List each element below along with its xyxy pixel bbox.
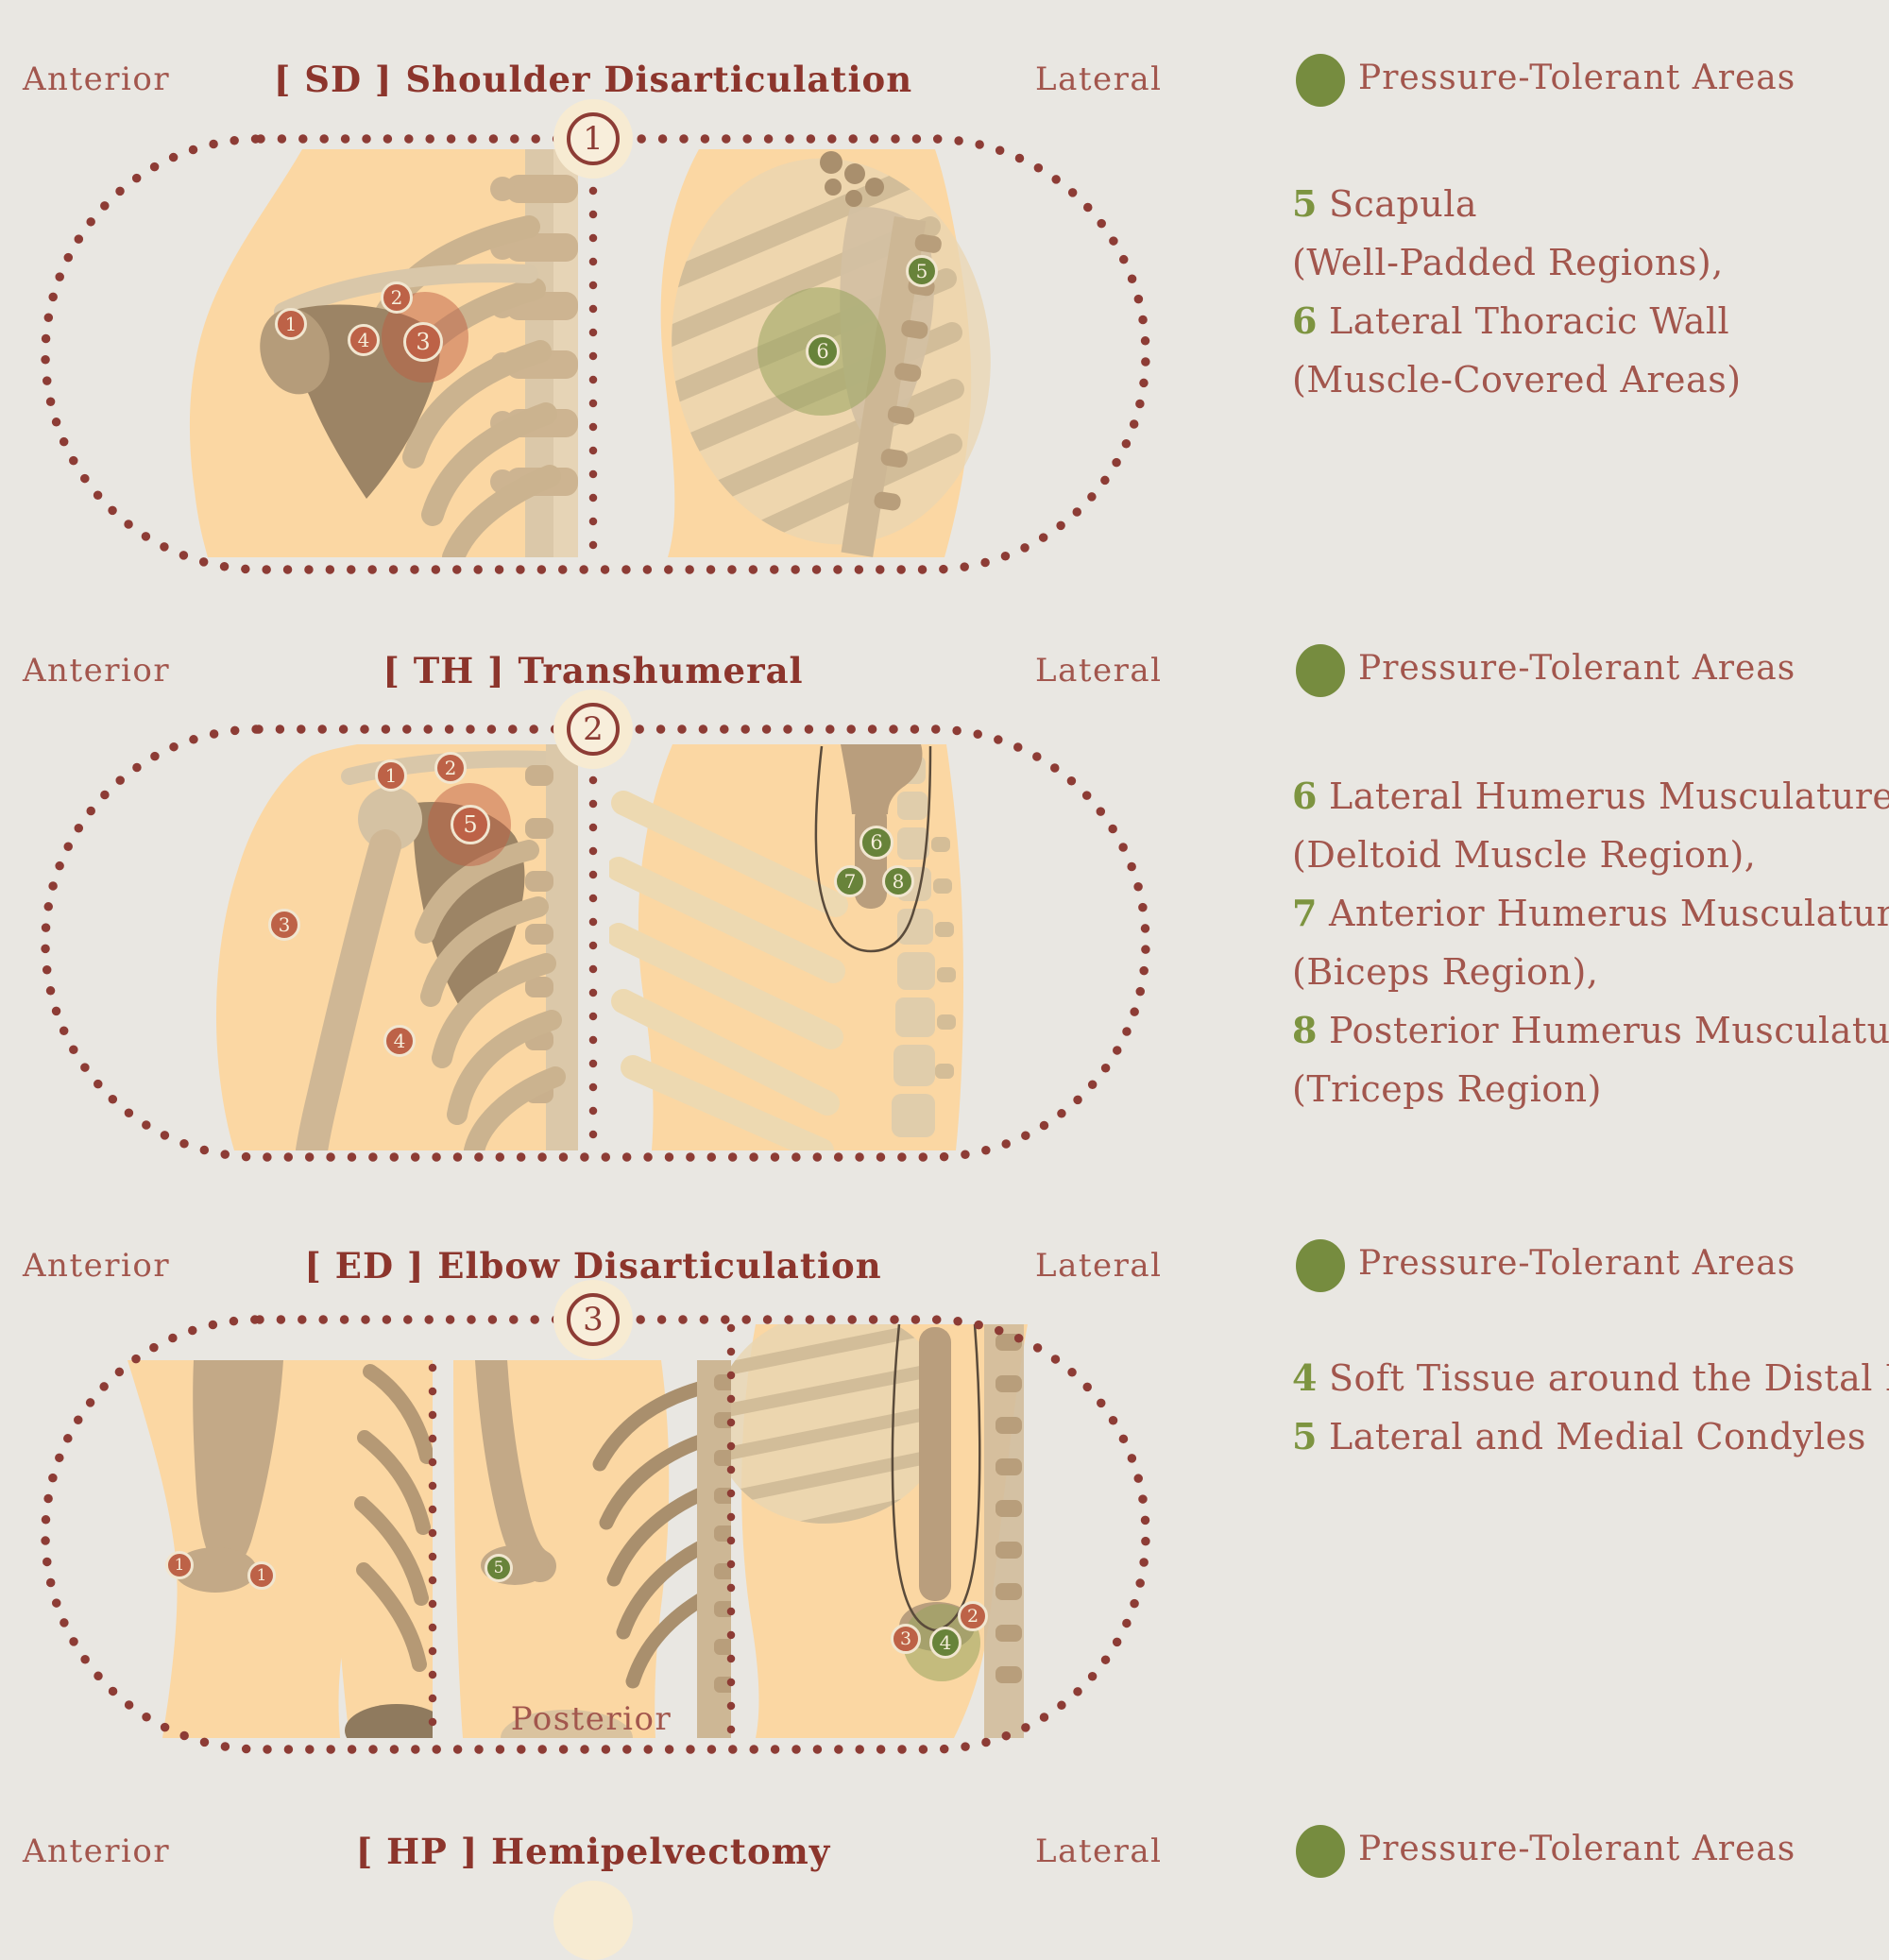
anatomy-marker-1: 1 — [165, 1551, 194, 1579]
anatomy-illustrations — [128, 149, 1028, 1738]
anatomy-marker-6: 6 — [806, 334, 840, 368]
ed-lateral-label: Lateral — [1035, 1247, 1163, 1285]
legend-line-number: 5 — [1292, 182, 1318, 225]
th-lateral-label: Lateral — [1035, 652, 1163, 690]
anatomy-marker-3: 3 — [268, 909, 300, 941]
sd-legend-title: Pressure-Tolerant Areas — [1358, 59, 1796, 97]
sd-anterior-view — [189, 149, 578, 557]
anatomy-marker-1: 1 — [247, 1561, 276, 1590]
anatomy-marker-5: 5 — [451, 805, 490, 844]
legend-line: (Well-Padded Regions), — [1292, 233, 1742, 292]
socket-outline — [814, 745, 932, 953]
th-title: [ TH ] Transhumeral — [383, 650, 804, 691]
badge-number: 1 — [567, 112, 620, 165]
anatomy-marker-4: 4 — [348, 324, 380, 356]
sd-anterior-label: Anterior — [23, 60, 171, 98]
hp-legend-title: Pressure-Tolerant Areas — [1358, 1830, 1796, 1868]
badge-number: 2 — [567, 703, 620, 756]
ed-lateral-view — [731, 1324, 1028, 1738]
th-legend-title: Pressure-Tolerant Areas — [1358, 649, 1796, 688]
legend-line-text: Soft Tissue around the Distal Humerus — [1328, 1357, 1889, 1399]
anatomy-marker-2: 2 — [381, 281, 413, 314]
hp-title: [ HP ] Hemipelvectomy — [355, 1831, 831, 1872]
legend-line-number: 6 — [1292, 299, 1318, 342]
legend-line-number: 6 — [1292, 775, 1318, 817]
legend-line: (Muscle-Covered Areas) — [1292, 350, 1742, 409]
ed-anterior-label: Anterior — [23, 1247, 171, 1285]
anatomy-marker-7: 7 — [834, 865, 866, 897]
legend-line-text: Scapula — [1328, 183, 1478, 225]
legend-line: (Deltoid Muscle Region), — [1292, 826, 1889, 884]
pressure-tolerant-dot-icon — [1296, 1239, 1345, 1292]
badge-halo — [553, 1881, 633, 1960]
anatomy-marker-1: 1 — [375, 759, 407, 792]
ed-oval-border — [41, 1315, 1150, 1754]
anatomy-marker-5: 5 — [485, 1554, 513, 1582]
ed-legend-title: Pressure-Tolerant Areas — [1358, 1244, 1796, 1283]
pressure-tolerant-dot-icon — [1296, 1825, 1345, 1878]
anatomy-marker-3: 3 — [891, 1624, 921, 1654]
th-anterior-view — [216, 744, 578, 1150]
legend-line-text: Lateral Thoracic Wall — [1328, 300, 1730, 342]
legend-line-text: Lateral and Medial Condyles — [1328, 1416, 1866, 1457]
anatomy-marker-3: 3 — [403, 322, 443, 362]
ed-posterior-label: Posterior — [510, 1700, 672, 1738]
legend-line-text: (Deltoid Muscle Region), — [1292, 834, 1757, 876]
anatomy-marker-4: 4 — [383, 1025, 416, 1057]
anatomy-marker-4: 4 — [929, 1627, 962, 1659]
legend-line-text: Anterior Humerus Musculature — [1328, 893, 1889, 934]
section-badge-4 — [553, 1881, 633, 1960]
anatomy-marker-2: 2 — [434, 752, 467, 784]
ed-title: [ ED ] Elbow Disarticulation — [304, 1245, 882, 1287]
ed-posterior-view — [453, 1360, 731, 1738]
legend-line-text: (Biceps Region), — [1292, 951, 1599, 993]
anatomy-marker-8: 8 — [882, 865, 914, 897]
anatomy-marker-2: 2 — [958, 1601, 988, 1631]
legend-line-number: 7 — [1292, 892, 1318, 934]
hp-lateral-label: Lateral — [1035, 1832, 1163, 1870]
legend-line-text: (Muscle-Covered Areas) — [1292, 359, 1742, 401]
legend-line-number: 5 — [1292, 1415, 1318, 1457]
pressure-tolerant-dot-icon — [1296, 54, 1345, 107]
section-badge-2: 2 — [553, 690, 633, 769]
legend-line: (Triceps Region) — [1292, 1060, 1889, 1118]
sd-lateral-label: Lateral — [1035, 60, 1163, 98]
legend-line-number: 4 — [1292, 1356, 1318, 1399]
sd-title: [ SD ] Shoulder Disarticulation — [273, 59, 913, 100]
legend-line-text: (Triceps Region) — [1292, 1068, 1602, 1110]
legend-line-text: Lateral Humerus Musculature — [1328, 775, 1889, 817]
section-badge-1: 1 — [553, 99, 633, 179]
anatomy-marker-1: 1 — [275, 308, 307, 340]
section-badge-3: 3 — [553, 1280, 633, 1359]
hp-anterior-label: Anterior — [23, 1832, 171, 1870]
legend-line-text: Posterior Humerus Musculature — [1328, 1010, 1889, 1051]
anatomy-marker-6: 6 — [859, 826, 893, 860]
legend-line: (Biceps Region), — [1292, 943, 1889, 1001]
th-anterior-label: Anterior — [23, 652, 171, 690]
legend-line-number: 8 — [1292, 1009, 1318, 1051]
badge-number: 3 — [567, 1293, 620, 1346]
anatomy-marker-5: 5 — [906, 255, 938, 287]
ed-anterior-view — [128, 1360, 433, 1738]
pressure-tolerant-dot-icon — [1296, 644, 1345, 697]
legend-line-text: (Well-Padded Regions), — [1292, 242, 1724, 283]
